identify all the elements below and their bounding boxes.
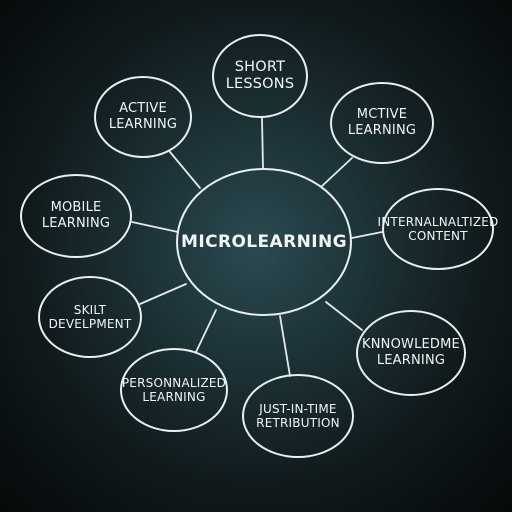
connector-just-in-time (279, 315, 291, 377)
active-learning-left-label: ACTIVE LEARNING (108, 101, 178, 132)
short-lessons-node: SHORT LESSONS (212, 34, 308, 118)
connector-active-learning-left (169, 151, 201, 189)
personalized-learning-node: PERSONNALIZED LEARNING (120, 348, 228, 432)
active-learning-left-node: ACTIVE LEARNING (94, 76, 192, 158)
skill-development-label: SKILT DEVELPMENT (48, 302, 132, 331)
internalized-content-node: INTERNALNALTIZED CONTENT (378, 188, 498, 270)
internalized-content-label: INTERNALNALTIZED CONTENT (377, 214, 499, 243)
connector-knowledge-learning (325, 301, 363, 331)
short-lessons-label: SHORT LESSONS (225, 58, 295, 92)
mobile-learning-label: MOBILE LEARNING (41, 200, 111, 231)
microlearning-center-node: MICROLEARNING (176, 168, 352, 316)
connector-short-lessons (261, 117, 264, 169)
personalized-learning-label: PERSONNALIZED LEARNING (121, 375, 227, 404)
active-learning-right-node: MCTIVE LEARNING (330, 82, 434, 164)
connector-mobile-learning (131, 221, 179, 233)
center-label: MICROLEARNING (181, 231, 347, 252)
knowledge-learning-label: KNNOWLEDME LEARNING (362, 337, 460, 368)
just-in-time-label: JUST-IN-TIME RETRIBUTION (256, 401, 340, 430)
connector-personalized-learning (195, 309, 217, 353)
connector-skill-development (139, 283, 187, 305)
connector-active-learning-right (321, 157, 353, 187)
knowledge-learning-node: KNNOWLEDME LEARNING (356, 310, 466, 396)
mobile-learning-node: MOBILE LEARNING (20, 174, 132, 258)
connector-internalized-content (351, 231, 383, 239)
skill-development-node: SKILT DEVELPMENT (38, 276, 142, 358)
active-learning-right-label: MCTIVE LEARNING (347, 107, 417, 138)
just-in-time-node: JUST-IN-TIME RETRIBUTION (242, 374, 354, 458)
